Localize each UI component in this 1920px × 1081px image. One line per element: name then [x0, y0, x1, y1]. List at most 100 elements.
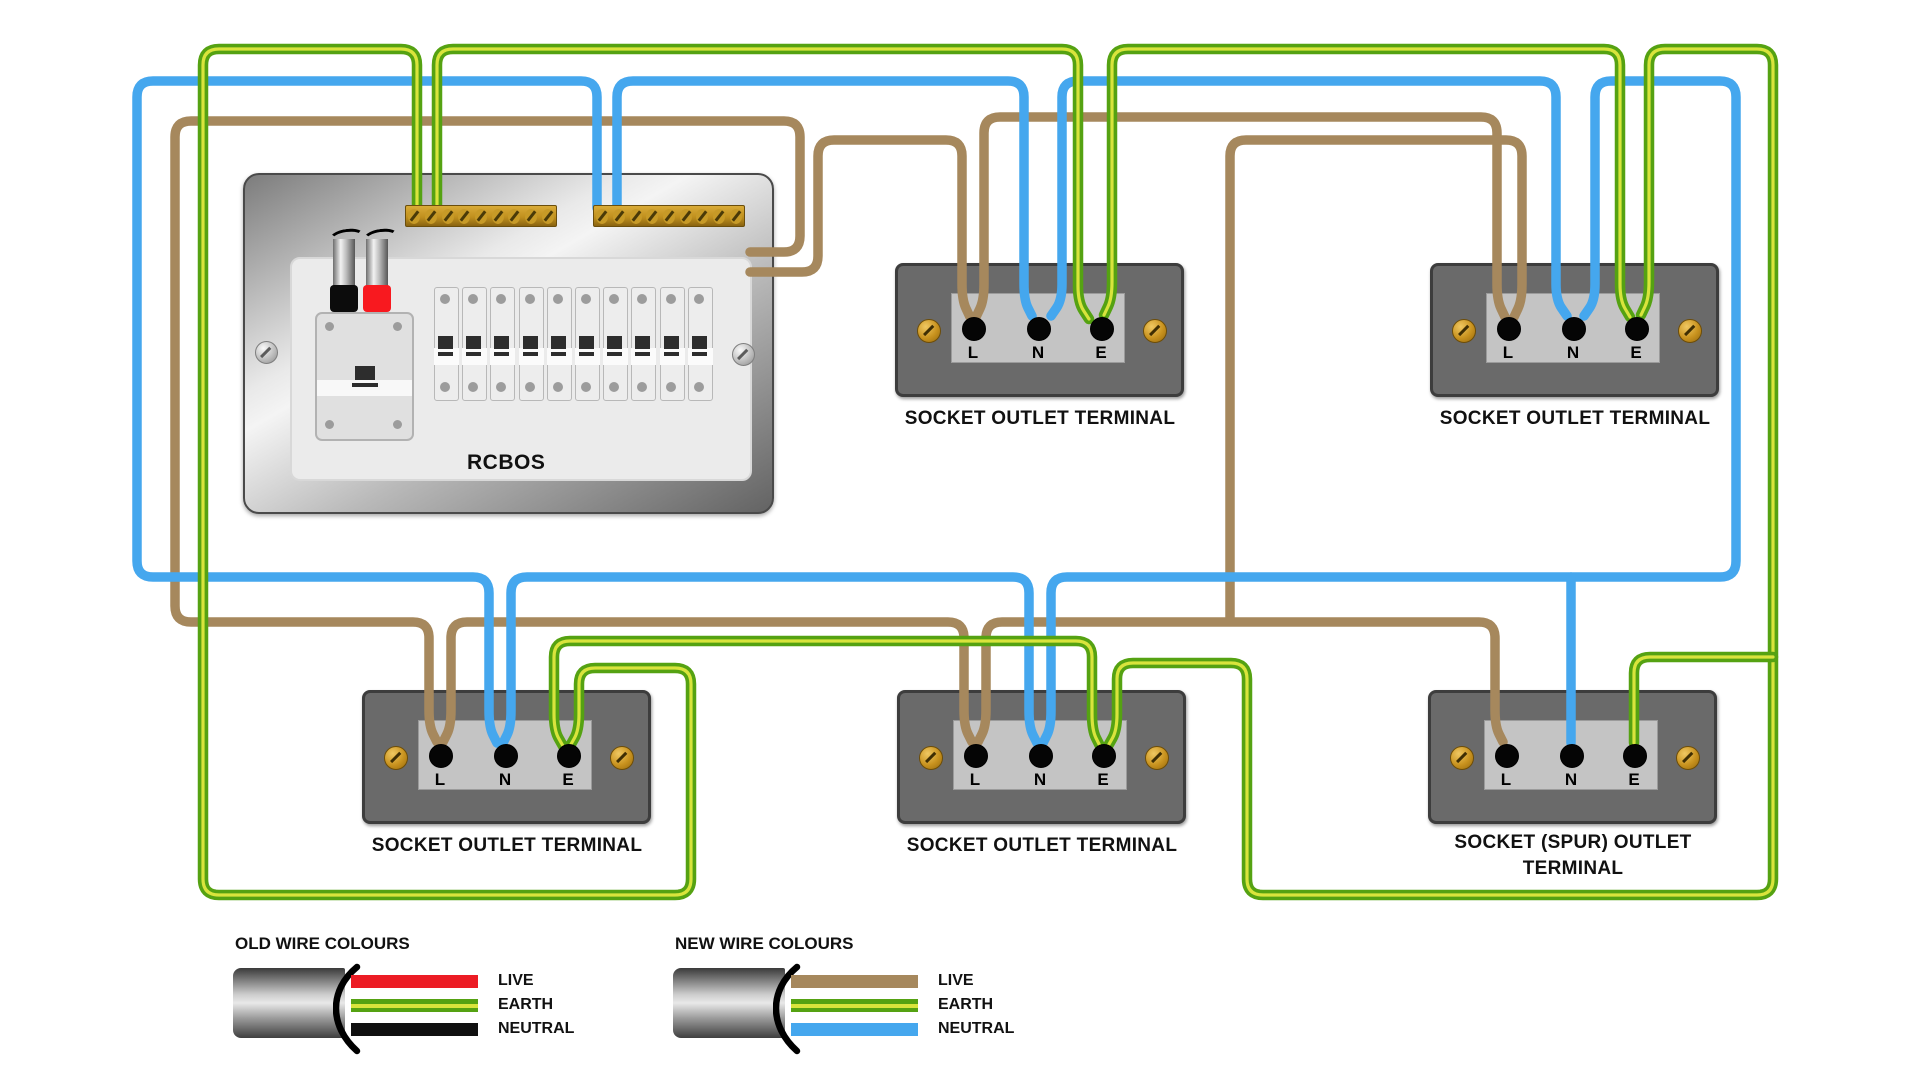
- cable-sheath-end-icon: [772, 962, 807, 1061]
- mcb-detail: [579, 336, 594, 349]
- legend-wire-earth: [351, 999, 478, 1012]
- mcb-detail: [522, 336, 538, 349]
- terminal-letter: E: [1095, 343, 1107, 362]
- mcb-detail: [438, 336, 453, 349]
- tail-cap-red: [363, 285, 391, 312]
- legend-entry-label: EARTH: [938, 996, 994, 1013]
- busbar-screw-icon: [662, 208, 675, 224]
- busbar-screw-icon: [596, 208, 609, 224]
- busbar-screw-icon: [729, 208, 742, 224]
- legend-entry-label: LIVE: [498, 972, 534, 989]
- mcb-breaker: [631, 287, 657, 401]
- legend-wire-neutral: [791, 1023, 918, 1036]
- mcb-detail: [494, 352, 510, 356]
- busbar-screw-icon: [696, 208, 709, 224]
- cable-sheath: [233, 968, 345, 1038]
- legend-wire-neutral: [351, 1023, 478, 1036]
- tail-cap-black: [330, 285, 358, 312]
- mcb-detail: [607, 336, 623, 349]
- socket-label: SOCKET OUTLET TERMINAL: [904, 408, 1176, 429]
- live-link-tr-down-wire: [1225, 135, 1527, 622]
- rivet-icon: [325, 322, 334, 331]
- mcb-detail: [468, 294, 479, 304]
- meter-tail-neutral: [333, 239, 355, 287]
- neutral-feed-b-wire: [612, 76, 1037, 321]
- busbar-screw-icon: [474, 208, 487, 224]
- switch-band: [317, 380, 412, 396]
- terminal-letter: L: [434, 770, 446, 789]
- terminal-E: [1090, 317, 1114, 341]
- legend-entry-label: LIVE: [938, 972, 974, 989]
- busbar-screw-icon: [408, 208, 421, 224]
- mcb-detail: [637, 382, 648, 392]
- consumer-unit-title: RCBOS: [467, 451, 546, 474]
- busbar-screw-icon: [508, 208, 521, 224]
- mcb-detail: [522, 352, 538, 356]
- screw-icon: [1452, 319, 1476, 343]
- screw-icon: [732, 343, 755, 366]
- mcb-detail: [665, 294, 676, 304]
- mcb-detail: [552, 294, 563, 304]
- terminal-L: [1495, 744, 1519, 768]
- mcb-detail: [693, 294, 704, 304]
- legend-earth-stripe: [791, 1003, 918, 1008]
- busbar-screw-icon: [524, 208, 537, 224]
- busbar-screw-icon: [712, 208, 725, 224]
- terminal-L: [1497, 317, 1521, 341]
- mcb-breaker: [687, 287, 713, 401]
- switch-toggle-base: [352, 383, 378, 387]
- earth-spur-tap-wire: [1628, 651, 1779, 749]
- terminal-E: [1625, 317, 1649, 341]
- mcb-detail: [496, 382, 507, 392]
- terminal-letter: N: [1033, 770, 1047, 789]
- switch-toggle: [355, 366, 375, 380]
- mcb-detail: [466, 336, 482, 349]
- terminal-letter: E: [562, 770, 574, 789]
- mcb-breaker: [659, 287, 685, 401]
- terminal-N: [1029, 744, 1053, 768]
- mcb-breaker: [518, 287, 544, 401]
- mcb-breaker: [490, 287, 516, 401]
- mcb-detail: [693, 382, 704, 392]
- rivet-icon: [393, 322, 402, 331]
- mcb-detail: [496, 294, 507, 304]
- terminal-N: [1562, 317, 1586, 341]
- terminal-letter: E: [1628, 770, 1640, 789]
- earth-link-bl-bm-stripe: [552, 639, 1102, 748]
- earth-link-bl-bm-wire: [548, 635, 1106, 752]
- terminal-N: [1560, 744, 1584, 768]
- sheath-curve: [772, 963, 801, 1055]
- busbar-screw-icon: [491, 208, 504, 224]
- terminal-letter: N: [498, 770, 512, 789]
- terminal-letter: L: [1500, 770, 1512, 789]
- busbar-screw-icon: [458, 208, 471, 224]
- legend-entry-label: EARTH: [498, 996, 554, 1013]
- legend-title-strong: NEW: [675, 934, 715, 953]
- mcb-detail: [468, 382, 479, 392]
- terminal-letter: N: [1564, 770, 1578, 789]
- busbar-screw-icon: [629, 208, 642, 224]
- terminal-busbar: [405, 205, 557, 227]
- terminal-L: [964, 744, 988, 768]
- terminal-letter: L: [969, 770, 981, 789]
- mcb-detail: [494, 336, 510, 349]
- terminal-L: [429, 744, 453, 768]
- live-link-bm-spur-wire: [973, 617, 1508, 747]
- mcb-breaker: [575, 287, 600, 401]
- screw-icon: [1143, 319, 1167, 343]
- terminal-letter: L: [967, 343, 979, 362]
- cable-sheath: [673, 968, 785, 1038]
- mcb-detail: [691, 336, 707, 349]
- earth-feed-b-stripe: [435, 47, 1091, 321]
- mcb-detail: [524, 294, 535, 304]
- legend-wire-live: [351, 975, 478, 988]
- busbar-screw-icon: [612, 208, 625, 224]
- mcb-detail: [440, 294, 450, 304]
- rivet-icon: [325, 420, 334, 429]
- terminal-E: [1623, 744, 1647, 768]
- mcb-detail: [466, 352, 482, 356]
